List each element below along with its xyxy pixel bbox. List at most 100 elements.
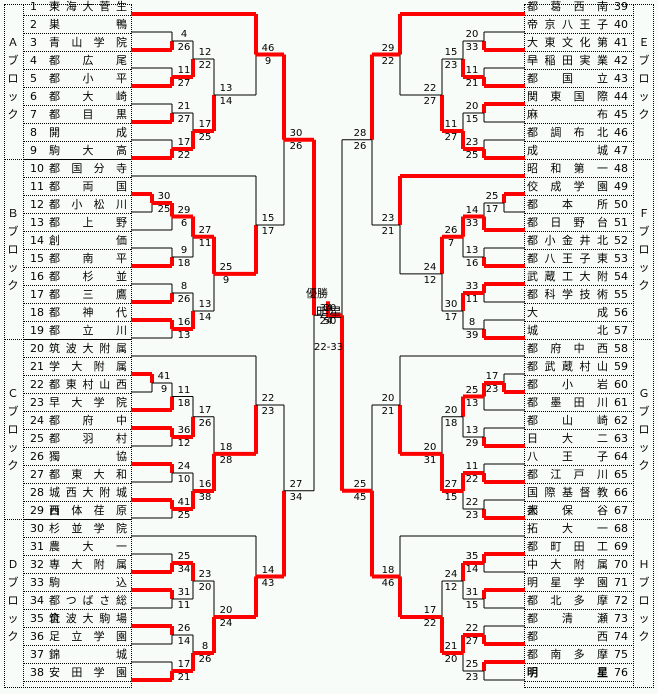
- r1-score-top: 9: [180, 245, 188, 256]
- r1-score-bottom: 15: [465, 114, 479, 125]
- r2-score-top: 12: [198, 47, 212, 58]
- r1-score-bottom: 6: [180, 217, 188, 229]
- play-in-score-top: 30: [157, 191, 171, 202]
- r1-score-top: 11: [465, 65, 479, 76]
- team-number: 20: [30, 342, 44, 355]
- r1-score-bottom: 22: [177, 150, 191, 161]
- team-name: 農 大 一: [49, 540, 127, 553]
- team-name: 創 価: [49, 234, 127, 247]
- r2-score-bottom: 20: [444, 654, 458, 665]
- r1-score-bottom: 23: [465, 510, 479, 521]
- team-name: 関 東 国 際: [527, 90, 608, 103]
- r1-score-top: 36: [177, 425, 191, 436]
- quarter-score-bottom: 26: [353, 140, 367, 152]
- team-name: 都 山 崎: [527, 414, 608, 427]
- r2-score-top: 17: [198, 404, 212, 416]
- winner-path: [326, 301, 342, 318]
- r2-score-top: 16: [198, 479, 212, 490]
- team-number: 11: [30, 180, 44, 193]
- team-name: 都 小 松 川: [49, 198, 127, 211]
- r2-score-top: 27: [444, 479, 458, 490]
- team-number: 38: [30, 666, 44, 679]
- r2-score-top: 8: [201, 641, 209, 652]
- team-number: 45: [614, 108, 628, 121]
- r1-score-top: 25: [465, 659, 479, 670]
- r1-score-bottom: 18: [177, 397, 191, 409]
- r1-score-top: 25: [465, 384, 479, 396]
- column-divider: [633, 4, 634, 688]
- team-number: 7: [30, 108, 37, 121]
- block-final-score-bottom: 43: [261, 577, 275, 589]
- team-name: 巣 鴨: [49, 18, 127, 31]
- block-separator: [4, 519, 132, 520]
- r1-score-bottom: 23: [465, 672, 479, 683]
- r2-score-top: 13: [198, 299, 212, 310]
- team-number: 72: [614, 594, 628, 607]
- team-number: 13: [30, 216, 44, 229]
- team-name: 都 小 金 井 北: [527, 234, 608, 247]
- r3-score-top: 22: [423, 83, 437, 94]
- r2-score-bottom: 26: [198, 417, 212, 429]
- team-name: 武 蔵 工 大 附: [527, 270, 608, 283]
- block-label: Ｂ ブ ロ ッ ク: [7, 207, 19, 292]
- team-number: 30: [30, 522, 44, 535]
- r2-score-bottom: 20: [198, 582, 212, 593]
- team-number: 62: [614, 414, 628, 427]
- team-number: 40: [614, 18, 628, 31]
- team-name: 駒 大 高: [49, 144, 127, 157]
- block-final-score-top: 20: [381, 392, 395, 404]
- block-final-score-bottom: 21: [381, 225, 395, 237]
- quarter-score-top: 27: [289, 478, 303, 490]
- team-number: 8: [30, 126, 37, 139]
- r2-score-top: 17: [198, 119, 212, 130]
- team-number: 27: [30, 468, 44, 481]
- team-number: 16: [30, 270, 44, 283]
- team-name: 都 広 尾: [49, 54, 127, 67]
- team-name: 都 町 田 工: [527, 540, 608, 553]
- r1-score-top: 14: [465, 204, 479, 216]
- team-number: 57: [614, 324, 628, 337]
- r1-score-bottom: 12: [177, 438, 191, 449]
- champion-name: 明星: [316, 306, 343, 321]
- team-number: 35: [30, 612, 44, 625]
- team-name: 大 東 文 化 第 一: [527, 36, 608, 67]
- r1-score-top: 25: [177, 551, 191, 562]
- r3-score-top: 18: [219, 441, 233, 453]
- play-in-score-bottom: 9: [160, 384, 168, 395]
- r2-score-top: 26: [444, 224, 458, 236]
- r1-score-top: 24: [177, 461, 191, 472]
- r1-score-top: 31: [465, 587, 479, 598]
- r3-score-bottom: 9: [222, 274, 230, 286]
- team-name: 八 王 子: [527, 450, 608, 463]
- r2-score-bottom: 17: [444, 312, 458, 323]
- block-final-score-bottom: 9: [264, 55, 272, 67]
- team-name: 中 大 附 属: [527, 558, 608, 571]
- r1-score-top: 13: [465, 245, 479, 256]
- r3-score-bottom: 24: [219, 618, 233, 629]
- team-name: 都 保 谷: [527, 504, 608, 517]
- quarter-score-bottom: 34: [289, 491, 303, 503]
